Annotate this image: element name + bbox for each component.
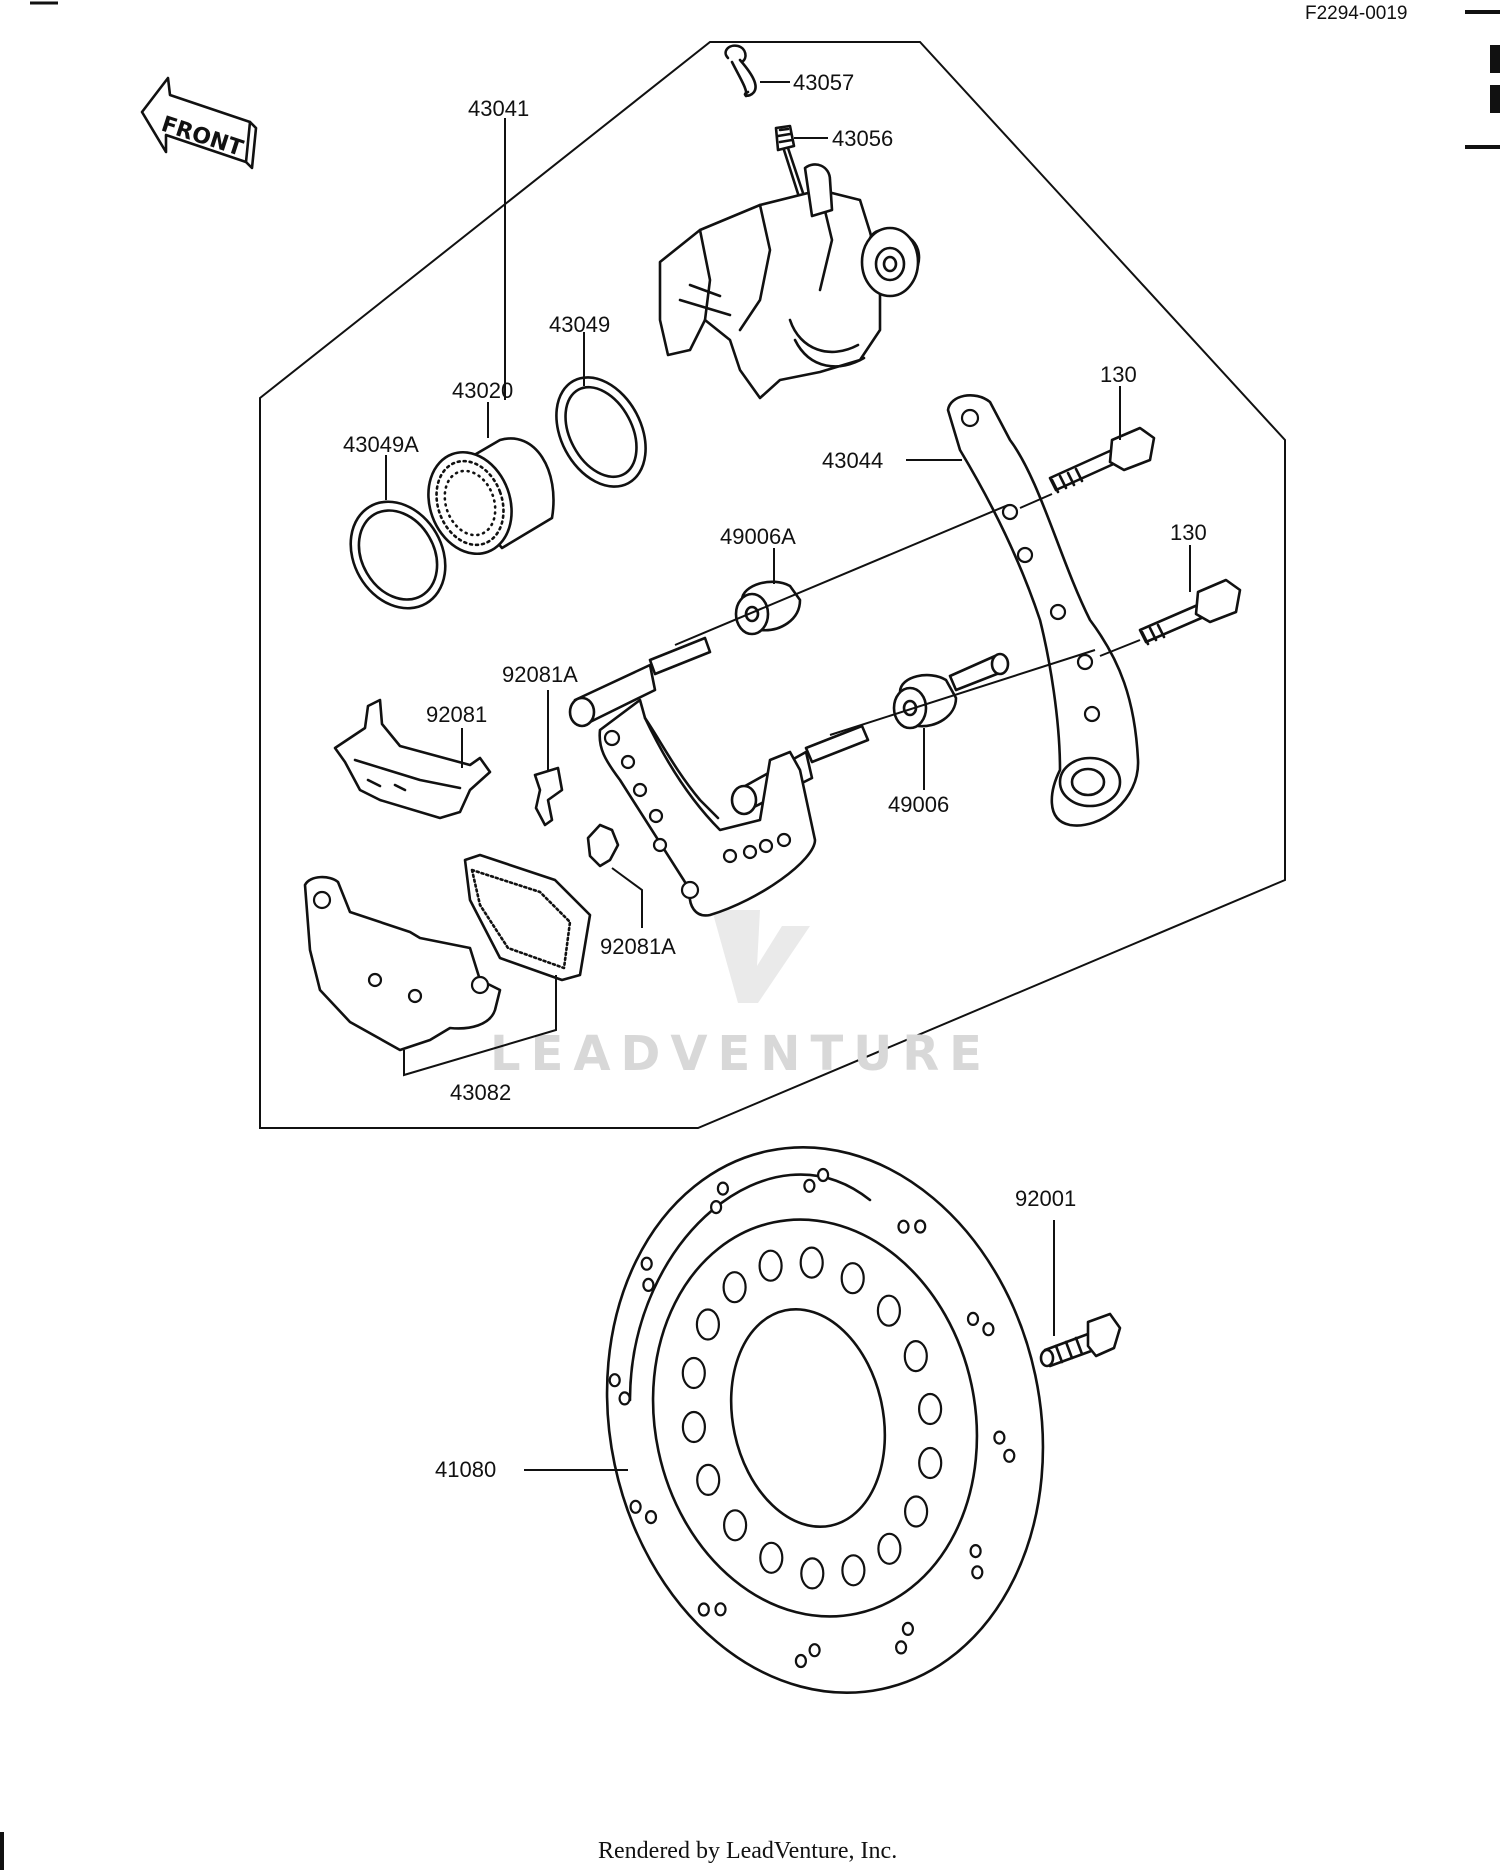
pad-spring-92081 [333, 698, 492, 820]
disc-vent-hole [697, 1602, 710, 1617]
disc-hole [696, 1463, 721, 1497]
disc-hole [841, 1554, 866, 1587]
disc-vent-hole [709, 1199, 723, 1215]
disc-vent-hole [803, 1178, 816, 1193]
label-49006A: 49006A [720, 524, 796, 549]
label-92081A-top: 92081A [502, 662, 578, 687]
disc-hole [903, 1339, 928, 1373]
caliper-bolt-130-lower [1138, 578, 1242, 646]
disc-vent-hole [629, 1499, 642, 1514]
label-43041: 43041 [468, 96, 529, 121]
bleeder-cap-43057 [724, 44, 757, 98]
label-43044: 43044 [822, 448, 883, 473]
disc-hole [876, 1294, 902, 1327]
disc-hole [877, 1532, 902, 1565]
axis-line [1019, 493, 1053, 509]
brake-pad-friction-43082 [463, 853, 592, 982]
disc-vent-hole [966, 1311, 980, 1327]
leader-92081A-bottom [611, 867, 643, 928]
pad-clip-92081A-lower [586, 823, 620, 868]
torque-link-bracket-43044 [946, 394, 1140, 827]
disc-hole [917, 1392, 943, 1426]
disc-hole [758, 1249, 783, 1282]
disc-hole [918, 1446, 943, 1480]
axis-line [674, 504, 1009, 646]
slide-pin-upper [568, 636, 712, 728]
caliper-assembly-frame [259, 41, 1286, 1129]
pad-clip-92081A-upper [533, 766, 564, 827]
label-43056: 43056 [832, 126, 893, 151]
label-92001: 92001 [1015, 1186, 1076, 1211]
diagram-code: F2294-0019 [1305, 3, 1407, 24]
disc-hole [681, 1356, 706, 1390]
disc-vent-hole [901, 1621, 915, 1637]
edge-mark [0, 1832, 4, 1870]
caliper-holder [598, 698, 817, 917]
disc-hole [840, 1262, 865, 1295]
disc-vent-hole [1003, 1448, 1016, 1463]
disc-hole [681, 1410, 707, 1444]
disc-vent-hole [993, 1430, 1006, 1445]
label-43049A: 43049A [343, 432, 419, 457]
disc-vent-hole [640, 1256, 653, 1271]
bleeder-valve-43056 [774, 124, 806, 202]
disc-vent-hole [716, 1181, 730, 1196]
disc-vent-hole [618, 1391, 631, 1406]
watermark-logo-icon [712, 910, 810, 1003]
label-49006: 49006 [888, 792, 949, 817]
disc-vent-hole [969, 1543, 982, 1559]
disc-vent-holes [608, 1167, 1016, 1669]
watermark-text: LEADVENTURE [490, 1026, 992, 1082]
piston-seal-43049 [555, 376, 647, 488]
label-43020: 43020 [452, 378, 513, 403]
disc-bolt-92001 [1039, 1312, 1122, 1368]
disc-hole [759, 1541, 784, 1574]
label-43049: 43049 [549, 312, 610, 337]
disc-vent-hole [794, 1653, 808, 1669]
disc-vent-hole [971, 1565, 984, 1580]
disc-hole [799, 1246, 824, 1279]
dust-seal-43049A [349, 500, 447, 610]
disc-vent-hole [644, 1509, 658, 1525]
front-arrow-icon: FRONT [140, 76, 258, 170]
disc-vent-hole [897, 1219, 910, 1234]
axis-line [1099, 639, 1141, 657]
brake-pad-backing-43082 [303, 875, 502, 1052]
footer-credit: Rendered by LeadVenture, Inc. [598, 1838, 897, 1864]
caliper-body [658, 163, 921, 400]
disc-vent-hole [714, 1602, 727, 1617]
slide-pin-boot-49006 [892, 673, 958, 730]
brake-disc-41080 [605, 1146, 1045, 1694]
piston-43020 [427, 437, 555, 556]
disc-vent-hole [608, 1373, 621, 1388]
edge-mark [1490, 45, 1500, 73]
label-130a: 130 [1100, 362, 1137, 387]
disc-hole [722, 1271, 747, 1304]
label-43082: 43082 [450, 1080, 511, 1105]
label-92081: 92081 [426, 702, 487, 727]
label-41080: 41080 [435, 1457, 496, 1482]
label-92081A-bottom: 92081A [600, 934, 676, 959]
disc-vent-hole [894, 1640, 908, 1655]
leader-43082 [403, 975, 557, 1077]
disc-holes [681, 1246, 943, 1590]
disc-hole [695, 1308, 721, 1341]
disc-hole [800, 1557, 825, 1590]
label-43057: 43057 [793, 70, 854, 95]
disc-vent-hole [642, 1277, 655, 1293]
slide-pin-boot-49006A [734, 580, 802, 636]
disc-vent-hole [914, 1219, 927, 1234]
disc-hole [903, 1495, 929, 1528]
label-130b: 130 [1170, 520, 1207, 545]
edge-mark [1490, 85, 1500, 113]
caliper-bolt-130-upper [1048, 426, 1156, 494]
axis-line [829, 649, 1096, 736]
disc-hole [722, 1509, 748, 1542]
disc-vent-hole [808, 1643, 821, 1658]
disc-vent-hole [816, 1167, 830, 1183]
disc-vent-hole [982, 1322, 995, 1337]
